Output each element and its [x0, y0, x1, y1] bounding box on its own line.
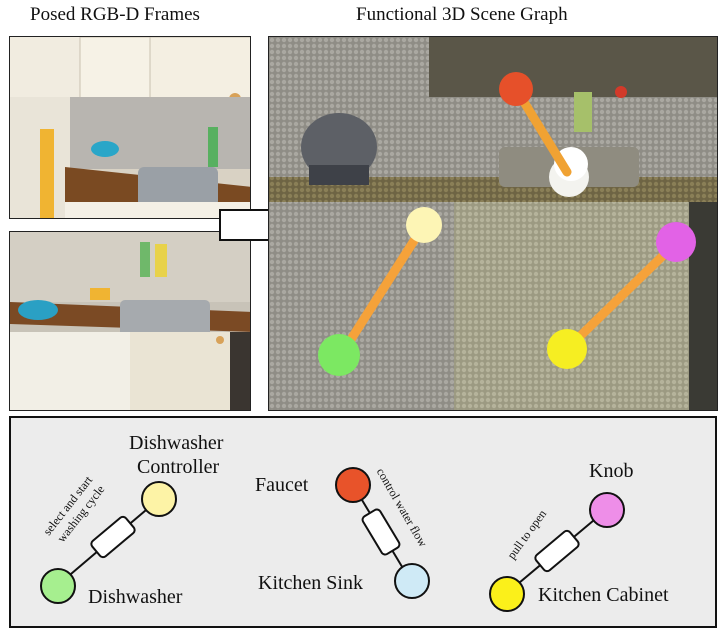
label-knob: Knob: [589, 460, 634, 482]
node-kitchen-cabinet-icon: [489, 576, 525, 612]
left-title: Posed RGB-D Frames: [30, 4, 200, 25]
node-knob-icon: [589, 492, 625, 528]
label-dishwasher-controller-line2: Controller: [137, 456, 220, 478]
right-title: Functional 3D Scene Graph: [356, 4, 568, 25]
legend-group-knob: [489, 492, 625, 612]
label-kitchen-cabinet: Kitchen Cabinet: [538, 584, 669, 606]
node-dishwasher-icon: [40, 568, 76, 604]
label-dishwasher-controller-line1: Dishwasher: [129, 432, 224, 454]
label-faucet: Faucet: [255, 474, 309, 496]
node-kitchen-sink-icon: [394, 563, 430, 599]
legend-group-dishwasher: [40, 481, 177, 604]
scene-graph-render: [268, 36, 718, 411]
legend-group-faucet: [335, 467, 430, 599]
legend-panel: Dishwasher Controller Dishwasher select …: [9, 416, 717, 628]
node-dishwasher-controller-icon: [141, 481, 177, 517]
label-dishwasher: Dishwasher: [88, 586, 183, 608]
label-kitchen-sink: Kitchen Sink: [258, 572, 363, 594]
node-faucet-icon: [335, 467, 371, 503]
rgbd-frame-1: [9, 36, 251, 219]
rgbd-frame-2: [9, 231, 251, 411]
